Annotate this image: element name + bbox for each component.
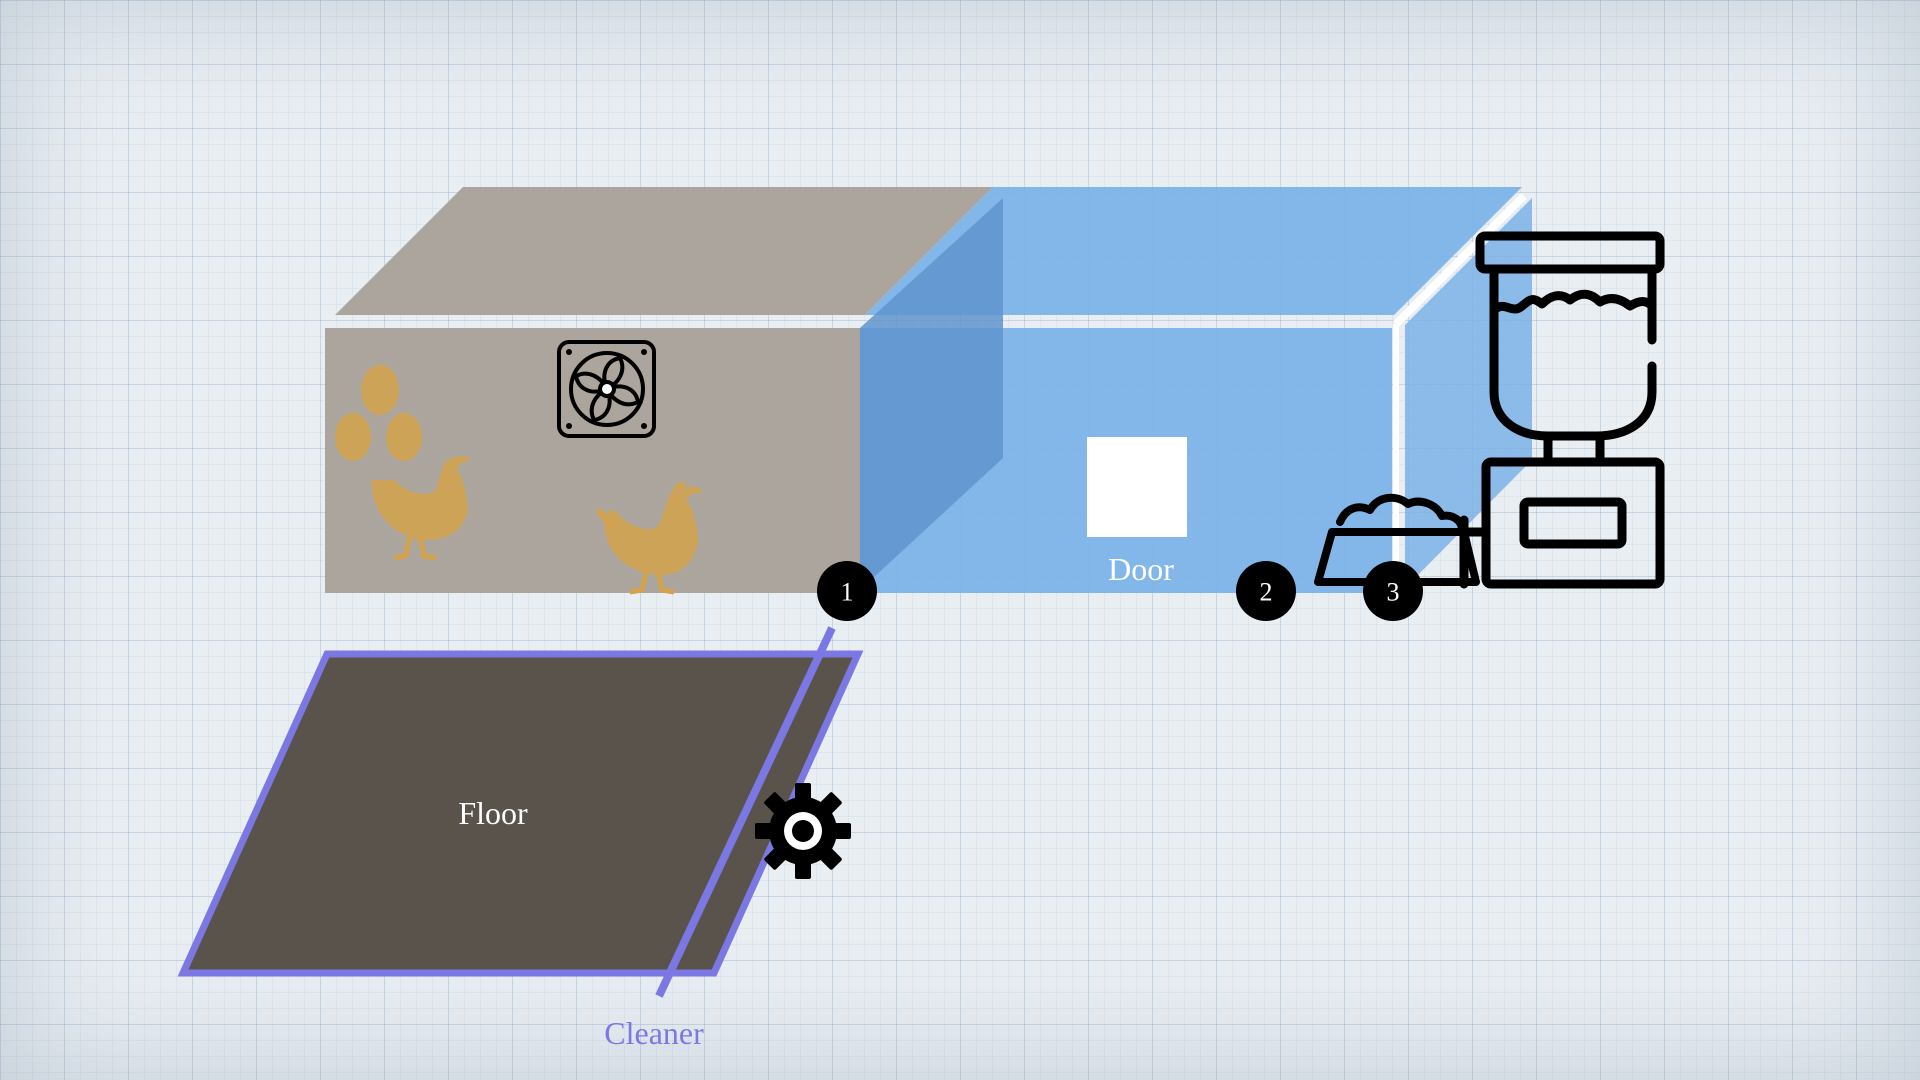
food-bowl-icon: [1314, 493, 1480, 586]
floor-tray: Floor: [177, 650, 864, 977]
gear-icon: [755, 783, 851, 879]
door-label: Door: [1108, 551, 1174, 587]
marker-2: 2: [1236, 561, 1296, 621]
run-roof: [865, 187, 1522, 315]
rooster-icon: [595, 481, 702, 595]
door: [1087, 437, 1187, 537]
run-divider-panel: [860, 198, 1003, 590]
cleaner-label: Cleaner: [604, 1015, 704, 1051]
fan-icon: [557, 340, 656, 438]
eggs-icon: [335, 365, 422, 461]
coop-section: [325, 187, 993, 593]
marker-1: 1: [817, 561, 877, 621]
hen-icon: [371, 456, 470, 561]
floor-label: Floor: [458, 795, 528, 831]
cleaner-bar: [655, 626, 836, 998]
marker-3: 3: [1363, 561, 1423, 621]
feeder-icon: [1459, 231, 1665, 589]
marker-2-label: 2: [1260, 578, 1273, 607]
floor-panel: [177, 650, 864, 977]
run-frame-edge: [1393, 193, 1527, 327]
run-section: Door: [860, 187, 1532, 593]
marker-3-label: 3: [1387, 578, 1400, 607]
run-side-panel: [1405, 198, 1532, 588]
marker-1-label: 1: [841, 578, 854, 607]
coop-roof: [335, 187, 993, 315]
coop-front-wall: [325, 328, 865, 593]
